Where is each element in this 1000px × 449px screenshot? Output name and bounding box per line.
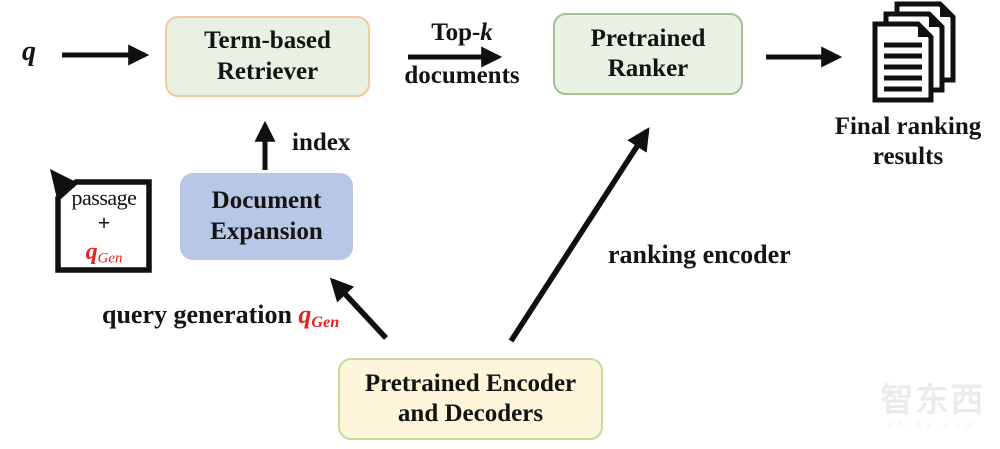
qgen-symbol: q <box>298 300 312 329</box>
passage-card-text: passage + qGen <box>60 186 148 268</box>
edge-label-query-generation: query generation qGen <box>102 300 340 332</box>
watermark-zhidx: 智东西 zhidx.com <box>880 380 986 431</box>
edge-label-topk: Top-k <box>431 19 493 46</box>
node-label-line: Document <box>211 187 322 214</box>
arrow-encoder-to-ranker <box>508 127 650 343</box>
passage-page-icon <box>50 169 152 273</box>
final-ranking-results-label: Final ranking results <box>834 113 982 170</box>
node-document-expansion: Document Expansion <box>180 173 353 260</box>
node-label-line: Ranker <box>607 55 689 82</box>
passage-word: passage <box>71 185 137 210</box>
node-label-line: Term-based <box>204 27 331 54</box>
node-label-line: Pretrained <box>590 24 706 52</box>
edge-label-documents: documents <box>404 62 520 89</box>
node-pretrained-ranker: Pretrained Ranker <box>553 13 743 95</box>
node-label-line: and Decoders <box>397 400 544 427</box>
node-label-line: Pretrained Encoder <box>364 369 577 397</box>
qgen-symbol: qGen <box>85 239 123 267</box>
edge-label-ranking-encoder: ranking encoder <box>608 240 791 269</box>
query-label: q <box>22 36 36 67</box>
node-label-line: Retriever <box>216 57 319 85</box>
arrow-encoder-to-expansion <box>329 277 389 340</box>
node-term-based-retriever: Term-based Retriever <box>165 16 370 97</box>
node-label-line: Expansion <box>210 217 323 245</box>
plus-sign: + <box>97 210 111 236</box>
node-pretrained-encoder-decoders: Pretrained Encoder and Decoders <box>338 358 603 440</box>
document-stack-icon <box>872 1 956 103</box>
edge-label-index: index <box>292 129 351 156</box>
